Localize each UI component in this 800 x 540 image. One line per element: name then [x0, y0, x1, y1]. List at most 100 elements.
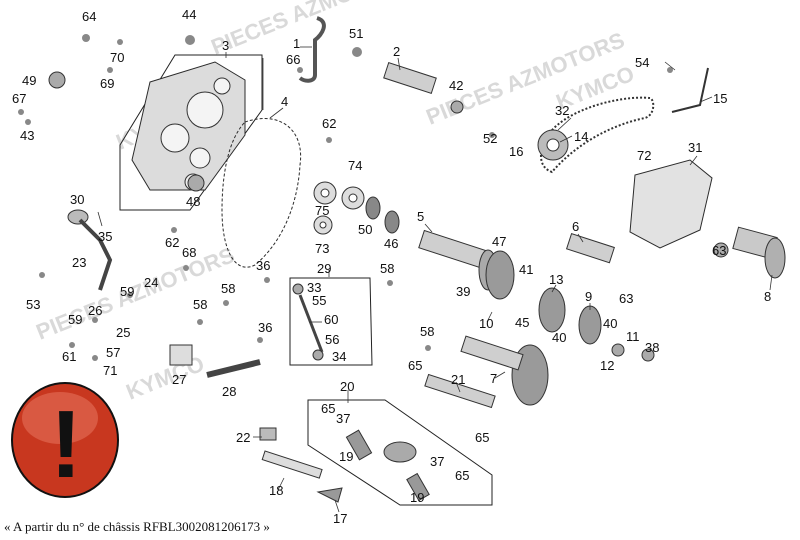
callout-label: 72: [637, 148, 651, 163]
callout-label: 9: [585, 289, 592, 304]
hardware-bolts: [18, 34, 673, 361]
callout-label: 16: [509, 144, 523, 159]
crankcase-cover-group-frame: [119, 54, 263, 211]
callout-label: 13: [549, 272, 563, 287]
callout-label: 65: [475, 430, 489, 445]
callout-label: 65: [455, 468, 469, 483]
callout-label: 3: [222, 38, 229, 53]
counter-shaft: [565, 232, 615, 264]
watermark-text: PIECES AZMOTORS: [33, 242, 238, 344]
callout-label: 55: [312, 293, 326, 308]
callout-label: 49: [22, 73, 36, 88]
drive-gears: [424, 250, 602, 409]
cover-gasket: [221, 118, 302, 268]
breather-hose: [298, 16, 326, 83]
callout-label: 46: [384, 236, 398, 251]
callout-label: 29: [317, 261, 331, 276]
callout-label: 59: [120, 284, 134, 299]
callout-label: 59: [68, 312, 82, 327]
callout-label: 34: [332, 349, 346, 364]
callout-label: 15: [713, 91, 727, 106]
watermark-text: PIECES AZMOTORS: [208, 0, 413, 60]
callout-label: 57: [106, 345, 120, 360]
callout-label: 43: [20, 128, 34, 143]
callout-label: 58: [420, 324, 434, 339]
callout-label: 37: [336, 411, 350, 426]
callout-label: 42: [449, 78, 463, 93]
main-shaft: [418, 229, 498, 291]
callout-label: 21: [451, 372, 465, 387]
callout-label: 26: [88, 303, 102, 318]
callout-label: 56: [325, 332, 339, 347]
callout-label: 36: [258, 320, 272, 335]
callout-label: 25: [116, 325, 130, 340]
fork-rod: [259, 427, 343, 503]
callout-label: 5: [417, 209, 424, 224]
warning-badge: !: [11, 382, 119, 498]
callout-label: 40: [552, 330, 566, 345]
callout-label: 58: [221, 281, 235, 296]
callout-label: 68: [182, 245, 196, 260]
callout-label: 50: [358, 222, 372, 237]
callout-label: 67: [12, 91, 26, 106]
callout-label: 61: [62, 349, 76, 364]
callout-label: 8: [764, 289, 771, 304]
callout-label: 30: [70, 192, 84, 207]
callout-label: 71: [103, 363, 117, 378]
callout-label: 12: [600, 358, 614, 373]
callout-label: 37: [430, 454, 444, 469]
callout-label: 58: [193, 297, 207, 312]
drive-chain: [537, 96, 655, 174]
callout-label: 65: [321, 401, 335, 416]
side-cover-plate: [629, 159, 713, 249]
callout-label: 65: [408, 358, 422, 373]
callout-label: 54: [635, 55, 649, 70]
callout-label: 44: [182, 7, 196, 22]
callout-label: 31: [688, 140, 702, 155]
callout-label: 36: [256, 258, 270, 273]
callout-label: 10: [479, 316, 493, 331]
callout-label: 14: [574, 129, 588, 144]
chassis-number-note: « A partir du n° de châssis RFBL30020812…: [4, 519, 270, 534]
callout-label: 60: [324, 312, 338, 327]
callout-label: 4: [281, 94, 288, 109]
callout-label: 23: [72, 255, 86, 270]
callout-label: 22: [236, 430, 250, 445]
callout-label: 48: [186, 194, 200, 209]
callout-label: 18: [269, 483, 283, 498]
shift-forks: [345, 429, 430, 502]
callout-label: 1: [293, 36, 300, 51]
shift-link-rod: [671, 67, 709, 113]
callout-label: 45: [515, 315, 529, 330]
callout-label: 7: [490, 371, 497, 386]
callout-label: 17: [333, 511, 347, 526]
callout-label: 62: [165, 235, 179, 250]
pinion-shaft: [383, 62, 437, 94]
crankcase-cover: [131, 61, 246, 191]
callout-label: 70: [110, 50, 124, 65]
callout-label: 6: [572, 219, 579, 234]
bearings: [48, 71, 729, 362]
callout-label: 33: [307, 280, 321, 295]
callout-label: 47: [492, 234, 506, 249]
callout-label: 63: [619, 291, 633, 306]
callout-label: 35: [98, 229, 112, 244]
output-shaft: [732, 226, 786, 279]
watermark-text: KYMCO: [123, 351, 208, 405]
callout-label: 66: [286, 52, 300, 67]
callout-label: 58: [380, 261, 394, 276]
callout-label: 69: [100, 76, 114, 91]
callout-label: 41: [519, 262, 533, 277]
callout-label: 62: [322, 116, 336, 131]
callout-label: 51: [349, 26, 363, 41]
callout-label: 39: [456, 284, 470, 299]
callout-label: 27: [172, 372, 186, 387]
callout-label: 74: [348, 158, 362, 173]
callout-label: 2: [393, 44, 400, 59]
callout-label: 24: [144, 275, 158, 290]
callout-label: 38: [645, 340, 659, 355]
callout-label: 32: [555, 103, 569, 118]
callout-label: 40: [603, 316, 617, 331]
